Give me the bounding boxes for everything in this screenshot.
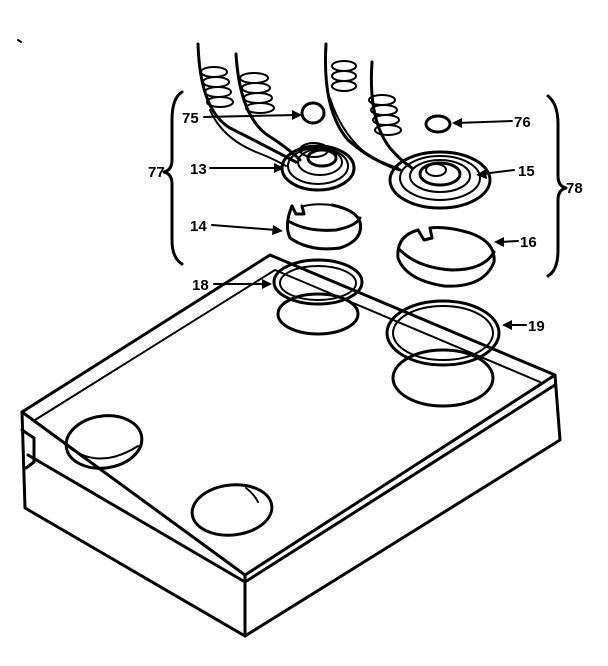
callout-18: 18 [192,277,209,294]
plate-hole-upper-right [391,348,495,408]
wire-left-1 [196,42,298,164]
terminal-coils-right [324,42,414,172]
ring-18 [272,258,364,306]
bracket-77 [162,90,184,266]
split-ring-16 [396,226,496,288]
wire-left-2 [234,52,302,162]
wire-right-2 [369,60,414,170]
base-plate [20,253,562,638]
callout-15: 15 [518,163,535,180]
callout-19: 19 [528,318,545,335]
plate-hole-left [64,414,144,470]
plate-bevel-line [34,269,541,421]
split-ring-14 [285,203,363,251]
leader-lines [203,110,527,330]
callout-78: 78 [566,180,583,197]
coil-a [200,66,234,108]
plate-hole-upper-left [276,292,360,336]
plate-notch [20,428,36,470]
plate-hole-center [190,483,274,537]
terminal-coils-left [196,42,302,167]
wire-left-3 [209,109,287,167]
spiral-element-15 [388,150,492,210]
plate-edge-line [26,383,557,584]
callout-77: 77 [148,164,165,181]
ring-19 [385,299,501,367]
bead-75 [300,101,326,125]
coil-c [331,60,357,92]
callout-13: 13 [190,161,207,178]
bead-76 [424,114,452,134]
bracket-78 [546,94,568,278]
spiral-element-13 [280,142,356,192]
stray-mark [17,39,22,43]
plate-side-face [243,373,562,638]
plate-front-face [20,410,247,638]
callout-75: 75 [182,110,199,127]
callout-76: 76 [514,114,531,131]
coil-d [368,94,402,136]
wire-right-3 [329,97,399,169]
callout-14: 14 [190,218,207,235]
callout-16: 16 [520,234,537,251]
